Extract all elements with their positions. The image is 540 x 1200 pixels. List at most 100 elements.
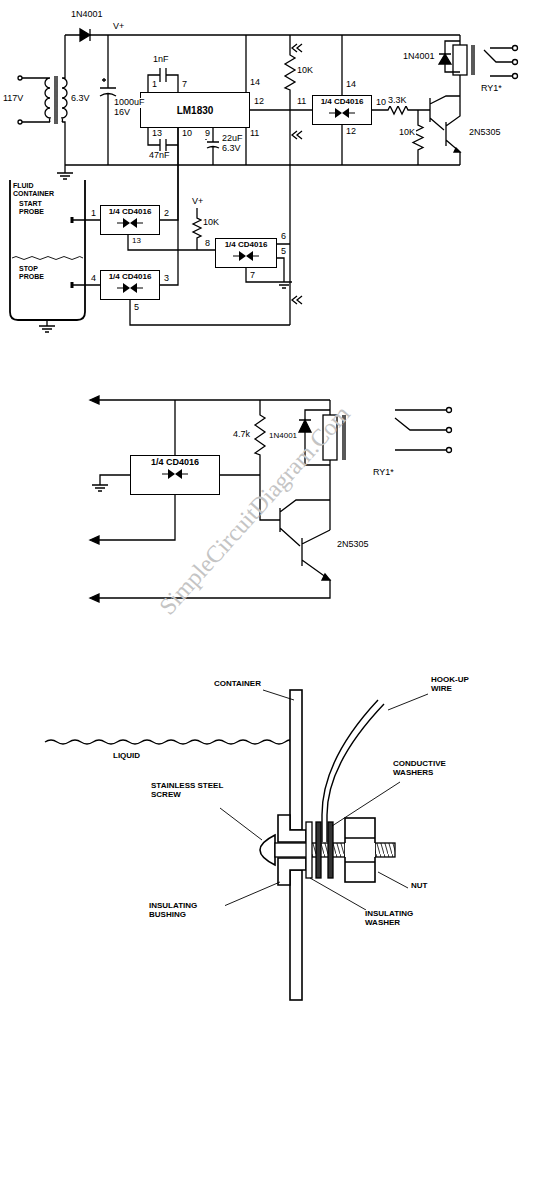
arrow-head [90,396,99,404]
callout-label: CONDUCTIVE WASHERS [392,760,474,778]
pin-number: 11 [249,129,260,139]
part-label: 1N4001 [268,432,298,441]
part-label: 1N4001 [70,10,104,20]
pin-number: 13 [131,237,142,246]
part-value: 4.7k [232,430,251,440]
switch-symbol [160,468,190,480]
connector-mark [292,44,302,304]
wire-connector [160,128,178,220]
callout-label: LIQUID [112,752,141,761]
wire-connector [250,109,312,110]
pin-number: 2 [163,209,170,219]
liquid-level [12,257,83,260]
pin-number: 8 [204,239,211,249]
analog-switch: 1/4 CD4016 [215,238,277,268]
callout-label: INSULATING BUSHING [148,902,225,920]
insulating-washer [306,822,312,878]
conductive-washer [328,822,333,878]
ground-symbol [92,475,130,491]
terminal [447,428,452,433]
capacitor-symbol [148,68,178,92]
part-value: 16V [113,108,131,118]
pin-number: 1 [90,209,97,219]
pin-number: 1 [151,80,158,90]
terminal [447,408,452,413]
nut [345,843,375,857]
ground-symbol [39,320,55,332]
part-label: 1N4001 [402,52,436,62]
relay-coil [439,35,474,75]
chip-label: 1/4 CD4016 [321,98,364,107]
callout-label: NUT [410,882,428,891]
screw-head [260,835,275,865]
probe-label: START PROBE [18,200,65,215]
arrow-head [90,536,99,544]
voltage-label: 117V [2,94,24,104]
analog-switch: 1/4 CD4016 [312,95,372,125]
part-value: 6.3V [221,144,242,154]
pin-number: 10 [375,98,387,108]
pin-number: 3 [163,274,170,284]
pin-number: 9 [204,129,211,139]
pin-number: 14 [249,78,261,88]
pin-number: 11 [296,97,307,107]
part-label: 2N5305 [336,540,370,550]
pin-number: 7 [181,80,188,90]
nut [345,818,375,882]
transformer-symbol [22,35,67,165]
transistor-symbol [454,148,460,152]
capacitor-symbol [148,128,178,151]
terminal [447,448,452,453]
watermark: SimpleCircuitDiagram.Com [153,400,355,621]
part-label: RY1* [480,84,503,94]
switch-symbol [231,250,261,262]
transistor-symbol [430,75,460,165]
arrow-head [90,594,99,602]
part-value: 1nF [152,55,170,65]
container-wall [290,870,302,1000]
diode-symbol [80,29,90,41]
pin-number: 6 [280,232,287,242]
part-value: 3.3K [387,96,408,106]
switch-symbol [327,107,357,119]
terminal [513,46,518,51]
terminal [18,76,22,80]
chip-label: 1/4 CD4016 [225,241,268,250]
voltage-label: 6.3V [70,94,91,104]
probe-wire [72,220,100,285]
chip-label: 1/4 CD4016 [109,208,152,217]
pin-number: 5 [280,247,287,257]
pin-number: 10 [181,129,193,139]
ground-symbol [57,165,73,179]
analog-switch: 1/4 CD4016 [100,270,160,300]
relay-contact [395,410,446,450]
analog-switch: 1/4 CD4016 [100,205,160,235]
wire [130,300,290,325]
part-value: 47nF [148,151,171,161]
chip-label: 1/4 CD4016 [151,458,199,468]
chip-label: LM1830 [177,105,214,116]
screw-thread [310,843,395,857]
part-label: RY1* [372,468,395,478]
part-value: 1000uF [113,98,146,108]
diode-symbol [439,54,451,64]
callout-label: INSULATING WASHER [364,910,446,928]
ic-chip: LM1830 [140,92,250,128]
callout-label: HOOK-UP WIRE [430,676,482,694]
relay-contact [484,48,512,76]
part-value: 10K [398,128,416,138]
probe [71,217,74,288]
screw-shaft [275,843,395,857]
part-value: 22uF [221,134,244,144]
terminal [513,74,518,79]
nut [345,838,375,862]
resistor-symbol [193,208,201,250]
part-value: 10K [202,218,220,228]
pin-number: 13 [151,129,163,139]
container-label: FLUID CONTAINER [12,182,74,197]
analog-switch: 1/4 CD4016 [130,455,220,495]
fluid-container [10,180,85,320]
